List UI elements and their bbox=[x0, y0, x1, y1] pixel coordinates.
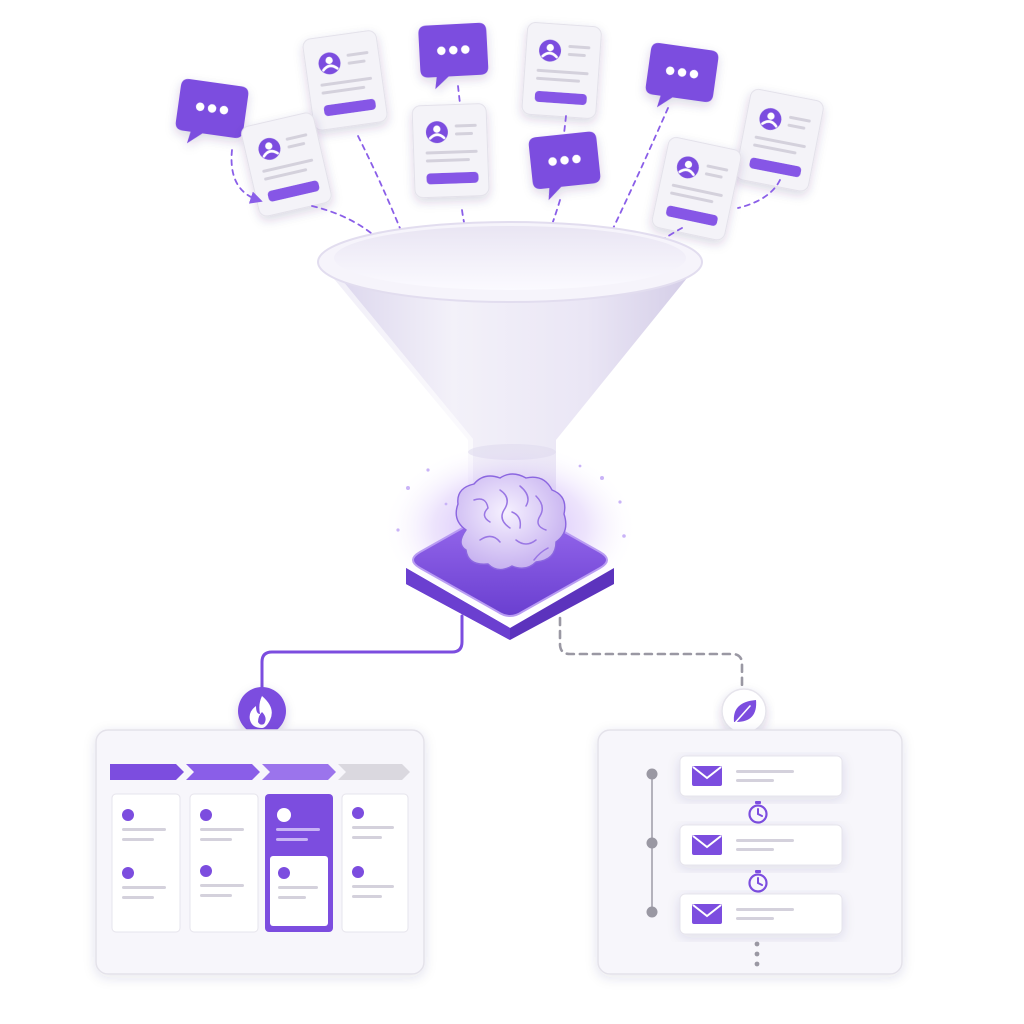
hot-lead-badge bbox=[238, 687, 286, 735]
chat-bubble-icon bbox=[528, 130, 603, 202]
profile-card-icon bbox=[649, 134, 744, 243]
pipeline-stage bbox=[338, 764, 410, 780]
pipeline-stage bbox=[110, 764, 184, 780]
stopwatch-icon bbox=[748, 870, 768, 893]
profile-card-icon bbox=[733, 86, 826, 194]
envelope-icon bbox=[692, 904, 722, 924]
profile-card-icon bbox=[300, 28, 390, 133]
email-sequence bbox=[597, 729, 903, 975]
pipeline-stage bbox=[186, 764, 260, 780]
pipeline-column bbox=[111, 793, 181, 933]
pipeline-column bbox=[189, 793, 259, 933]
pipeline-stages bbox=[110, 764, 410, 780]
chat-bubble-icon bbox=[418, 22, 490, 90]
sparkles bbox=[396, 464, 626, 538]
email-step bbox=[679, 893, 843, 935]
nurture-branch-connector bbox=[558, 616, 744, 692]
pipeline-board bbox=[95, 729, 425, 975]
leaf-icon bbox=[733, 700, 757, 725]
profile-card-icon bbox=[410, 102, 491, 200]
chat-bubble-icon bbox=[643, 42, 720, 115]
input-items bbox=[173, 20, 826, 243]
email-step bbox=[679, 824, 843, 866]
flame-icon bbox=[249, 696, 272, 728]
hot-branch-connector bbox=[260, 614, 464, 690]
ai-processor bbox=[382, 442, 638, 640]
envelope-icon bbox=[692, 835, 722, 855]
email-step bbox=[679, 755, 843, 797]
envelope-icon bbox=[692, 766, 722, 786]
pipeline-column-active bbox=[265, 794, 333, 932]
brain-icon bbox=[455, 473, 567, 571]
stopwatch-icon bbox=[748, 801, 768, 824]
nurture-lead-badge bbox=[721, 688, 767, 734]
chat-bubble-icon bbox=[173, 78, 250, 151]
pipeline-column bbox=[341, 793, 409, 933]
profile-card-icon bbox=[520, 20, 604, 121]
pipeline-stage bbox=[262, 764, 336, 780]
